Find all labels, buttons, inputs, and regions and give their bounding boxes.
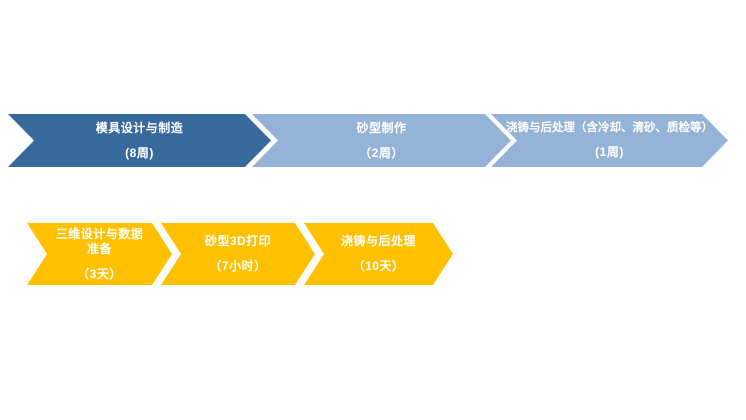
step-3d-design-data-prep-chevron: 三维设计与数据准备 （3天） xyxy=(27,223,172,285)
step-duration: （10天） xyxy=(352,259,405,273)
step-duration: （3天） xyxy=(77,266,122,281)
step-duration: （2周） xyxy=(359,145,404,160)
step-duration: （7小时） xyxy=(209,259,267,273)
step-label: 浇铸与后处理 xyxy=(340,234,416,248)
sand-3d-printing-process-row: 三维设计与数据准备 （3天） 砂型3D打印 （7小时） 浇铸与后处理 （10天） xyxy=(0,223,746,285)
step-sand-mold-making-chevron: 砂型制作 （2周） xyxy=(252,114,511,167)
step-label: 砂型制作 xyxy=(356,120,407,135)
step-label: 浇铸与后处理（含冷却、清砂、质检等） xyxy=(506,121,713,134)
step-label: 砂型3D打印 xyxy=(204,234,272,248)
step-casting-post-processing-3dp-chevron: 浇铸与后处理 （10天） xyxy=(304,223,453,285)
step-label: 模具设计与制造 xyxy=(95,120,184,135)
step-duration: (1周) xyxy=(595,145,624,160)
step-sand-3d-printing-chevron: 砂型3D打印 （7小时） xyxy=(161,223,315,285)
step-casting-post-processing-chevron: 浇铸与后处理（含冷却、清砂、质检等） (1周) xyxy=(491,114,728,167)
traditional-process-row: 模具设计与制造 (8周) 砂型制作 （2周） 浇铸与后处理（含冷却、清砂、质检等… xyxy=(0,114,746,167)
step-mold-design-chevron: 模具设计与制造 (8周) xyxy=(8,114,271,167)
step-label: 三维设计与数据准备 xyxy=(55,226,144,256)
step-duration: (8周) xyxy=(125,145,154,160)
